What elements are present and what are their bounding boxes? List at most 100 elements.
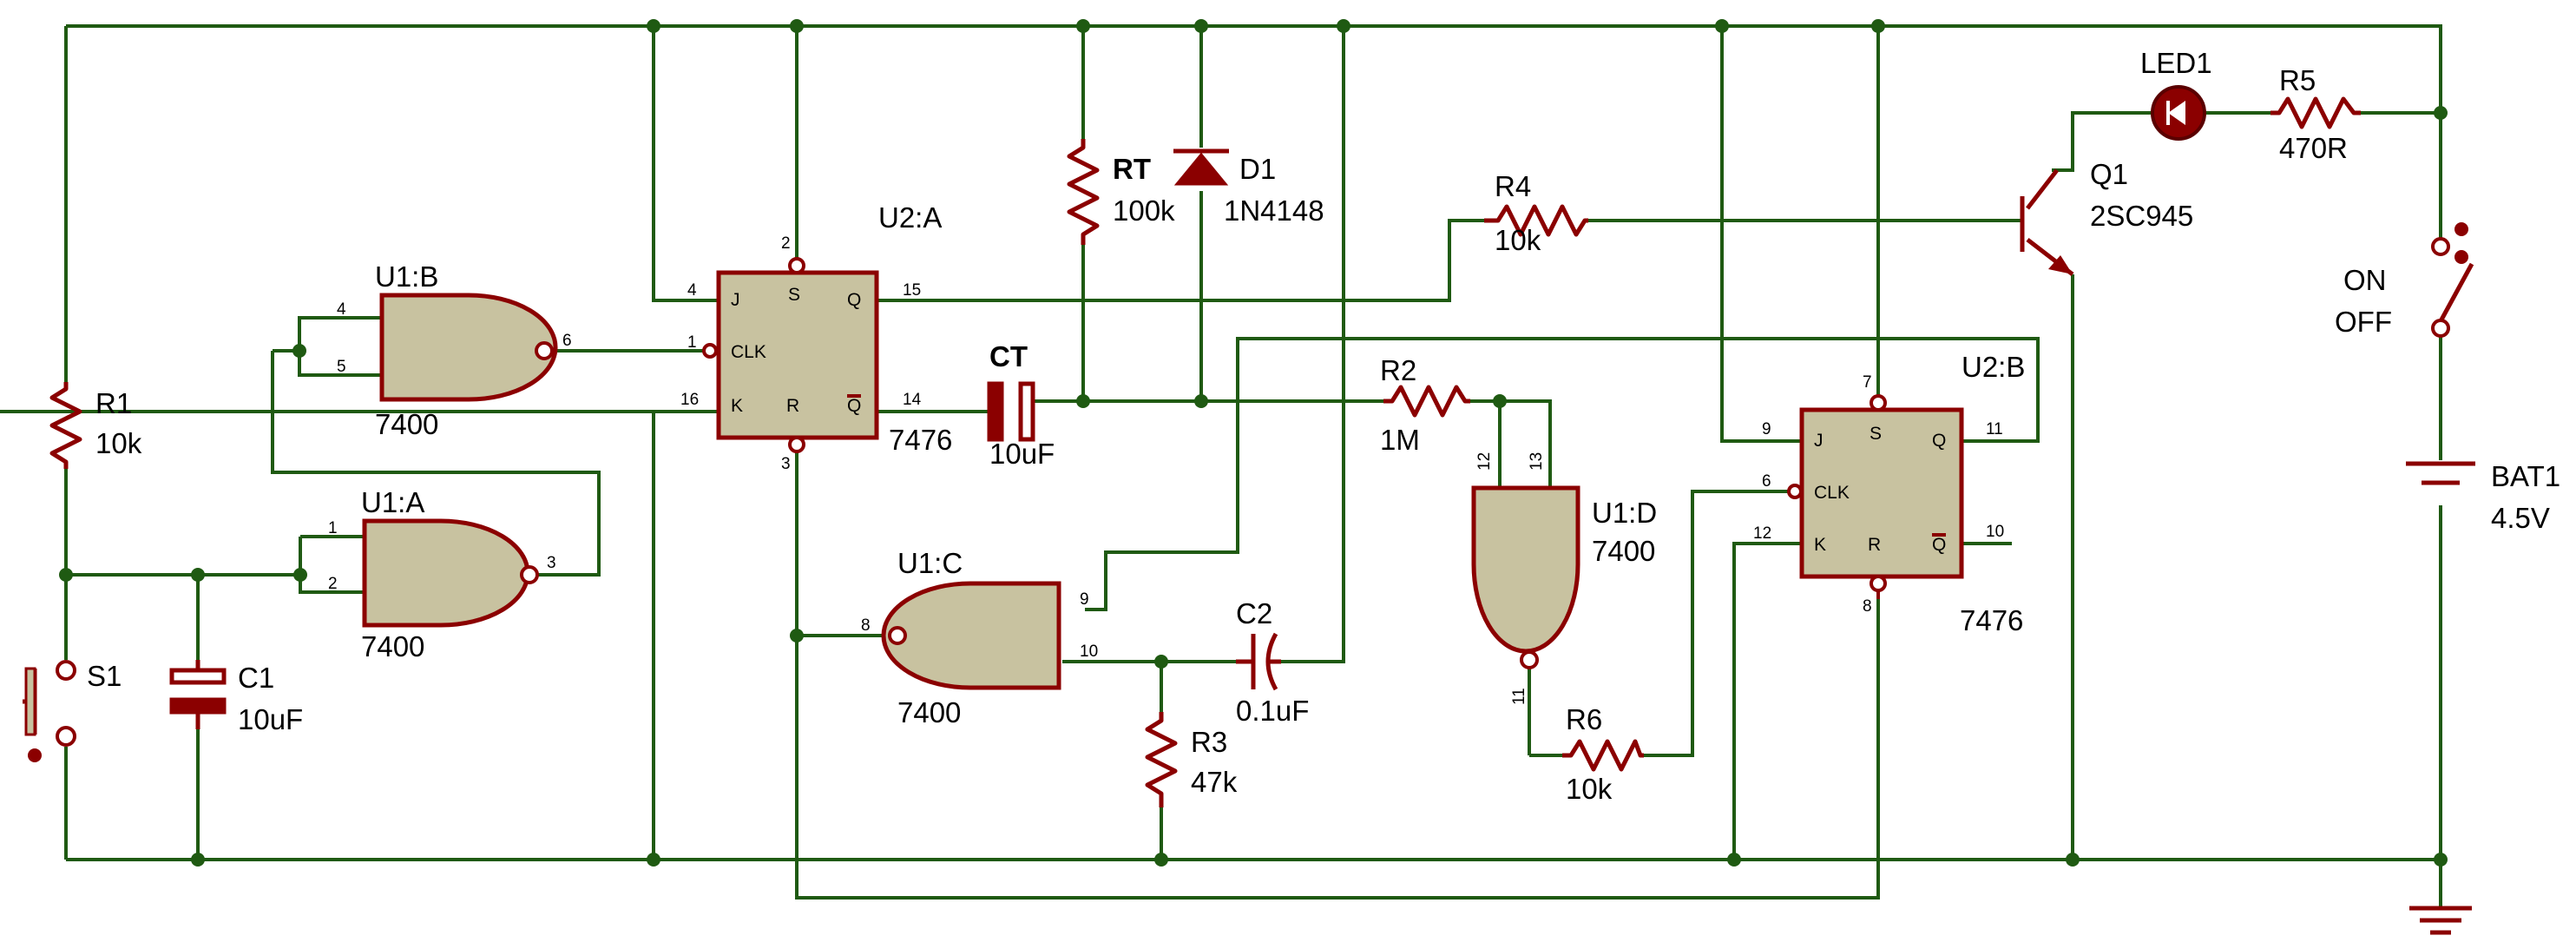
resistor-r1[interactable]: R1 10k xyxy=(49,382,142,469)
resistor-r5[interactable]: R5 470R xyxy=(2270,64,2361,164)
r6-value: 10k xyxy=(1566,773,1613,805)
u1a-value: 7400 xyxy=(361,630,424,662)
u1c-pin-9: 9 xyxy=(1080,590,1089,609)
ground-symbol xyxy=(2409,906,2472,935)
battery-bat1[interactable]: BAT1 4.5V xyxy=(2406,460,2560,534)
u1d-pin-13: 13 xyxy=(1528,452,1546,471)
flipflop-u2b[interactable]: J CLK K S R Q Q 9 6 12 7 8 11 10 U2:B 74… xyxy=(1753,351,2025,636)
c1-ref: C1 xyxy=(238,662,274,694)
switch-on-label: ON xyxy=(2343,264,2387,296)
u2b-label-qbar: Q xyxy=(1932,535,1946,555)
led-led1[interactable]: LED1 xyxy=(2140,47,2212,141)
u2b-pin-j: 9 xyxy=(1762,420,1771,438)
u2a-pin-s: 2 xyxy=(781,234,791,253)
u1c-value: 7400 xyxy=(897,696,961,728)
u1a-ref: U1:A xyxy=(361,486,424,518)
u2a-pin-k: 16 xyxy=(680,391,699,409)
u1b-ref: U1:B xyxy=(375,260,438,293)
r2-value: 1M xyxy=(1380,424,1420,456)
u2a-pin-q: 15 xyxy=(903,281,921,300)
u2a-pin-clk: 1 xyxy=(687,333,697,352)
u2b-label-k: K xyxy=(1814,535,1826,555)
bat1-value: 4.5V xyxy=(2491,502,2550,534)
q1-ref: Q1 xyxy=(2090,158,2128,190)
u1d-value: 7400 xyxy=(1592,535,1655,567)
resistor-r2[interactable]: R2 1M xyxy=(1380,354,1470,456)
u1a-pin-out: 3 xyxy=(547,554,556,572)
u1a-pin-in1: 1 xyxy=(328,519,338,537)
r6-ref: R6 xyxy=(1566,703,1602,735)
u2a-pin-j: 4 xyxy=(687,281,697,300)
u1b-pin-out: 6 xyxy=(562,332,572,350)
resistor-r6[interactable]: R6 10k xyxy=(1562,703,1644,805)
d1-ref: D1 xyxy=(1239,153,1276,185)
u1d-ref: U1:D xyxy=(1592,497,1657,529)
capacitor-c2[interactable]: C2 0.1uF xyxy=(1236,597,1309,727)
ct-ref: CT xyxy=(989,340,1028,372)
u1b-value: 7400 xyxy=(375,408,438,440)
bat1-ref: BAT1 xyxy=(2491,460,2560,492)
nand-gate-u1d[interactable]: U1:D 7400 12 13 11 xyxy=(1471,452,1657,705)
q1-value: 2SC945 xyxy=(2090,200,2193,232)
led1-ref: LED1 xyxy=(2140,47,2212,79)
r5-ref: R5 xyxy=(2279,64,2316,96)
r4-ref: R4 xyxy=(1495,170,1531,202)
capacitor-c1[interactable]: C1 10uF xyxy=(169,660,303,735)
u2b-pin-q: 11 xyxy=(1986,420,2003,438)
u2a-label-qbar: Q xyxy=(847,396,861,416)
rt-value: 100k xyxy=(1113,194,1175,227)
u1b-pin-in2: 5 xyxy=(337,358,346,376)
u2a-label-k: K xyxy=(731,396,743,416)
u1c-pin-in: 8 xyxy=(861,616,871,635)
u2a-label-s: S xyxy=(788,285,800,305)
u2a-value: 7476 xyxy=(889,424,952,456)
u1a-pin-in2: 2 xyxy=(328,575,338,593)
u1c-pin-10: 10 xyxy=(1080,643,1098,661)
capacitor-ct[interactable]: CT 10uF xyxy=(987,340,1055,470)
r4-value: 10k xyxy=(1495,224,1541,256)
diode-d1[interactable]: D1 1N4148 xyxy=(1173,148,1324,227)
rt-ref: RT xyxy=(1113,153,1151,185)
nand-gate-u1b[interactable]: U1:B 7400 4 5 6 xyxy=(337,260,572,440)
u1c-ref: U1:C xyxy=(897,547,963,579)
u2b-pin-k: 12 xyxy=(1753,524,1771,543)
u2a-label-clk: CLK xyxy=(731,342,766,362)
resistor-r4[interactable]: R4 10k xyxy=(1484,170,1588,256)
junction-dots xyxy=(59,19,2448,867)
flipflop-u2a[interactable]: J CLK K S R Q Q 4 1 16 2 3 15 14 U2:A 74… xyxy=(680,201,952,473)
resistor-rt[interactable]: RT 100k xyxy=(1067,139,1175,245)
r2-ref: R2 xyxy=(1380,354,1416,386)
transistor-q1[interactable]: Q1 2SC945 xyxy=(2020,158,2193,276)
switch-off-label: OFF xyxy=(2335,306,2392,338)
r1-ref: R1 xyxy=(95,387,132,419)
u2b-label-j: J xyxy=(1814,431,1824,451)
pushbutton-s1[interactable]: S1 xyxy=(23,660,122,762)
r3-ref: R3 xyxy=(1191,726,1227,758)
r3-value: 47k xyxy=(1191,766,1238,798)
u2b-label-q: Q xyxy=(1932,431,1946,451)
u2a-label-j: J xyxy=(731,290,740,310)
c2-value: 0.1uF xyxy=(1236,695,1309,727)
c1-value: 10uF xyxy=(238,703,303,735)
u2b-value: 7476 xyxy=(1960,604,2023,636)
u2b-pin-r: 8 xyxy=(1863,597,1872,616)
ct-value: 10uF xyxy=(989,438,1055,470)
resistor-r3[interactable]: R3 47k xyxy=(1145,712,1238,807)
nand-gate-u1a[interactable]: U1:A 7400 1 2 3 xyxy=(328,486,556,662)
c2-ref: C2 xyxy=(1236,597,1272,629)
u1d-pin-11: 11 xyxy=(1510,688,1528,705)
u2a-label-r: R xyxy=(786,396,799,416)
toggle-switch[interactable]: ON OFF xyxy=(2335,222,2474,338)
s1-ref: S1 xyxy=(87,660,122,692)
u2a-pin-r: 3 xyxy=(781,455,791,473)
u2b-pin-clk: 6 xyxy=(1762,472,1771,491)
u2a-pin-qbar: 14 xyxy=(903,391,922,409)
u2a-label-q: Q xyxy=(847,290,861,310)
u2b-label-r: R xyxy=(1868,535,1881,555)
u2b-pin-qbar: 10 xyxy=(1986,523,2004,541)
u1d-pin-12: 12 xyxy=(1475,452,1494,471)
u2b-pin-s: 7 xyxy=(1863,373,1872,392)
r5-value: 470R xyxy=(2279,132,2348,164)
nand-gate-u1c[interactable]: U1:C 7400 8 9 10 xyxy=(861,547,1098,728)
